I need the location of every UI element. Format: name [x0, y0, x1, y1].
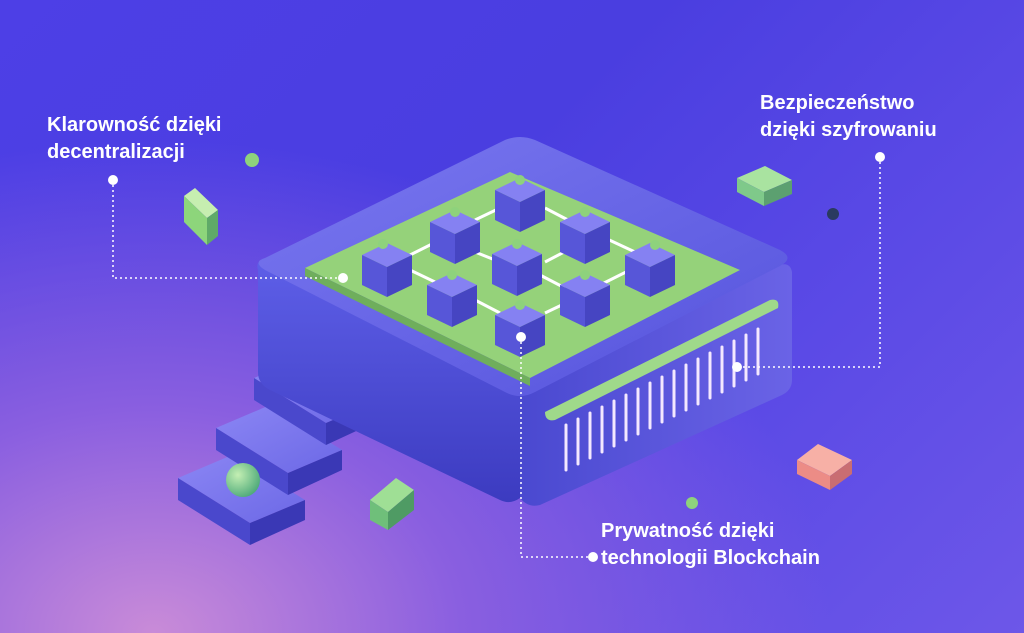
green-block-left	[184, 188, 218, 245]
label-decentralization-line2: decentralizacji	[47, 141, 185, 163]
green-sphere-large	[226, 463, 260, 497]
green-block-right	[737, 166, 792, 206]
node-cube	[362, 239, 412, 297]
light-strips	[564, 327, 760, 472]
platform	[257, 137, 792, 506]
node-cube	[492, 239, 542, 296]
pink-block	[797, 444, 852, 490]
step-2	[216, 405, 342, 495]
node-cube	[495, 175, 545, 232]
node-cube	[430, 207, 480, 264]
label-decentralization: Klarowność dzięki decentralizacji	[47, 112, 222, 166]
green-sphere-tiny	[686, 497, 698, 509]
green-block-bottom	[370, 478, 414, 530]
label-privacy: Prywatność dzięki technologii Blockchain	[601, 518, 820, 572]
callout-dot-icon	[732, 362, 742, 372]
node-cube	[560, 207, 610, 264]
label-encryption-line1: Bezpieczeństwo	[760, 92, 915, 114]
label-decentralization-line1: Klarowność dzięki	[47, 114, 222, 136]
label-privacy-line1: Prywatność dzięki	[601, 520, 775, 542]
node-cube	[495, 300, 545, 357]
callout-dot-icon	[516, 332, 526, 342]
node-cube	[625, 240, 675, 297]
node-cube	[427, 270, 477, 327]
callout-dot-icon	[875, 152, 885, 162]
callout-dot-icon	[338, 273, 348, 283]
callout-dot-icon	[588, 552, 598, 562]
label-encryption-line2: dzięki szyfrowaniu	[760, 119, 937, 141]
label-privacy-line2: technologii Blockchain	[601, 547, 820, 569]
callout-dot-icon	[108, 175, 118, 185]
callout-lines	[112, 157, 881, 558]
blockchain-nodes	[362, 175, 675, 357]
node-cube	[560, 270, 610, 327]
floating-objects	[184, 153, 852, 530]
label-encryption: Bezpieczeństwo dzięki szyfrowaniu	[760, 90, 937, 144]
dark-sphere	[827, 208, 839, 220]
callout-dots	[108, 152, 885, 562]
green-sphere-small	[245, 153, 259, 167]
